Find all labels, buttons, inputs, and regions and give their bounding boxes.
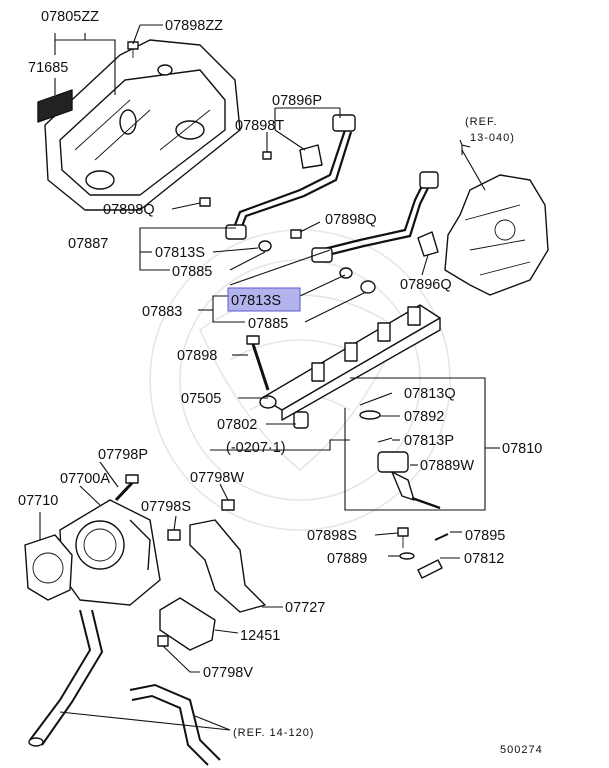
label-07813P[interactable]: 07813P [404, 433, 454, 449]
bolt-07898-part[interactable] [246, 335, 270, 391]
label-range-0207[interactable]: (-0207·1) [226, 440, 286, 456]
label-07898S[interactable]: 07898S [307, 528, 357, 544]
label-07798P[interactable]: 07798P [98, 447, 148, 463]
clip-07896Q-part[interactable] [417, 231, 439, 257]
label-07885-b[interactable]: 07885 [248, 316, 288, 332]
label-07889W[interactable]: 07889W [420, 458, 474, 474]
oring-07889-part[interactable] [399, 552, 415, 560]
label-07802[interactable]: 07802 [217, 417, 257, 433]
gasket-71685-part[interactable] [37, 89, 73, 123]
label-07505[interactable]: 07505 [181, 391, 221, 407]
label-07813Q[interactable]: 07813Q [404, 386, 456, 402]
part-07895[interactable] [434, 533, 449, 541]
fuel-pipe-07887-part[interactable] [225, 114, 356, 240]
label-ref-14-120[interactable]: (REF. 14-120) [233, 727, 314, 739]
washers [258, 240, 376, 294]
label-07883[interactable]: 07883 [142, 304, 182, 320]
label-07892[interactable]: 07892 [404, 409, 444, 425]
diagram-id: 500274 [500, 744, 543, 756]
leader-lines [39, 24, 500, 731]
label-07898T[interactable]: 07898T [235, 118, 284, 134]
label-07710[interactable]: 07710 [18, 493, 58, 509]
label-07887[interactable]: 07887 [68, 236, 108, 252]
label-ref-13-040-b[interactable]: 13-040) [470, 132, 515, 144]
label-07813S-b[interactable]: 07813S [231, 293, 281, 309]
label-07727[interactable]: 07727 [285, 600, 325, 616]
engine-head-reference [444, 174, 549, 296]
highlighted-part-box [227, 287, 301, 312]
bolt-07798W-part[interactable] [221, 499, 235, 511]
label-07896P[interactable]: 07896P [272, 93, 322, 109]
clip-07896P-part[interactable] [299, 144, 323, 169]
label-07895[interactable]: 07895 [465, 528, 505, 544]
label-12451[interactable]: 12451 [240, 628, 280, 644]
label-07812[interactable]: 07812 [464, 551, 504, 567]
plug-07802-part[interactable] [293, 411, 309, 429]
gasket-07710-part[interactable] [24, 534, 73, 601]
label-71685[interactable]: 71685 [28, 60, 68, 76]
label-07700A[interactable]: 07700A [60, 471, 110, 487]
label-07896Q[interactable]: 07896Q [400, 277, 452, 293]
label-07898Q-b[interactable]: 07898Q [325, 212, 377, 228]
label-07885-a[interactable]: 07885 [172, 264, 212, 280]
label-07805ZZ[interactable]: 07805ZZ [41, 9, 99, 25]
bolt-07798S-part[interactable] [167, 529, 181, 541]
injector-07810-part[interactable] [359, 410, 441, 510]
fuel-rail-07505-part[interactable] [259, 304, 441, 421]
bolt-07898ZZ-part[interactable] [127, 41, 139, 58]
rocker-cover-part[interactable] [44, 39, 241, 211]
label-ref-13-040-a[interactable]: (REF. [465, 116, 498, 128]
bolt-07798V-part[interactable] [157, 635, 169, 647]
injector-group-box [344, 377, 486, 511]
label-07798V[interactable]: 07798V [203, 665, 253, 681]
part-labels: 07805ZZ 07898ZZ 71685 07896P 07898T (REF… [18, 9, 543, 756]
bracket-07727-part[interactable] [189, 519, 266, 613]
label-07810[interactable]: 07810 [502, 441, 542, 457]
hose-reference [28, 609, 221, 766]
label-07889[interactable]: 07889 [327, 551, 367, 567]
label-07798S[interactable]: 07798S [141, 499, 191, 515]
screw-07898S-part[interactable] [397, 527, 409, 548]
plate-12451-part[interactable] [159, 597, 216, 651]
throttle-body-07700A-part[interactable] [59, 499, 161, 606]
part-07812[interactable] [417, 559, 443, 579]
label-07898ZZ[interactable]: 07898ZZ [165, 18, 223, 34]
bolt-07798P-part[interactable] [114, 474, 139, 502]
label-07898[interactable]: 07898 [177, 348, 217, 364]
label-07813S-a[interactable]: 07813S [155, 245, 205, 261]
label-07898Q-a[interactable]: 07898Q [103, 202, 155, 218]
label-07798W[interactable]: 07798W [190, 470, 244, 486]
